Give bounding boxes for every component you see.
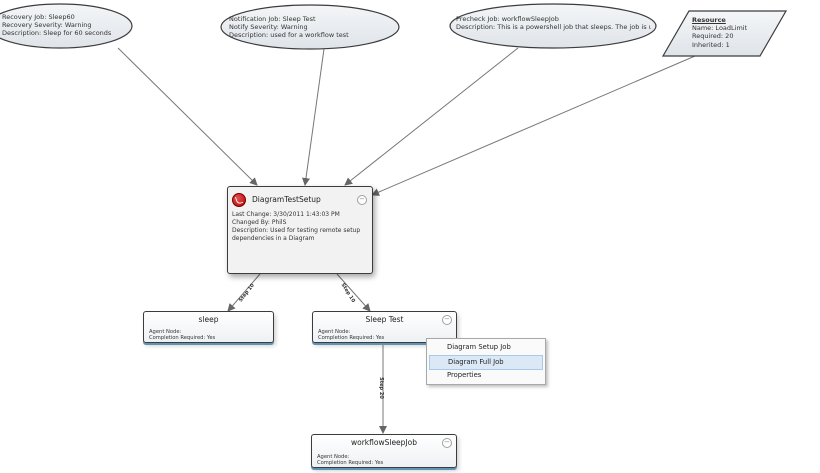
sleep-test-job-node[interactable]: Sleep Test − Agent Node: Completion Requ… [312,311,457,343]
precheck-job-text: Precheck Job: workflowSleepJob [456,15,559,23]
context-menu: Diagram Setup Job Diagram Full Job Prope… [426,338,546,385]
resource-inherited-text: Inherited: 1 [692,40,730,49]
workflow-completion: Completion Required: Yes [317,460,384,466]
main-collapse-button[interactable]: − [357,195,367,205]
sleep-agent-node: Agent Node: [149,329,182,335]
notification-annotation: Notification Job: Sleep Test Notify Seve… [229,15,389,40]
menu-item-properties[interactable]: Properties [447,371,482,379]
main-job-node[interactable]: DiagramTestSetup − Last Change: 3/30/201… [227,186,373,274]
recovery-annotation: Recovery Job: Sleep60 Recovery Severity:… [2,13,122,38]
precheck-description-text: Description: This is a powershell job th… [456,23,651,32]
sleep-completion: Completion Required: Yes [149,335,216,341]
edge-recovery-to-main [117,47,258,186]
sleep-test-node-title: Sleep Test [365,315,404,324]
precheck-annotation: Precheck Job: workflowSleepJob Descripti… [456,15,651,31]
workflow-collapse-button[interactable]: − [442,438,452,448]
notification-severity-text: Notify Severity: Warning [229,23,308,32]
workflow-job-node[interactable]: workflowSleepJob − Agent Node: Completio… [311,434,457,468]
sleep-test-agent-node: Agent Node: [318,329,351,335]
edge-main-to-sleeptest [336,273,371,312]
edge-precheck-to-main [344,47,519,186]
main-description-2: dependencies in a Diagram [232,235,315,242]
menu-item-diagram-setup-job[interactable]: Diagram Setup Job [447,343,511,351]
recovery-description-text: Description: Sleep for 60 seconds [2,29,112,38]
resource-annotation: Resource Name: LoadLimit Required: 20 In… [692,16,772,49]
precheck-ellipse[interactable] [449,3,657,49]
sleep-test-completion: Completion Required: Yes [318,335,385,341]
notification-job-text: Notification Job: Sleep Test [229,15,316,23]
edge-label-step-20: Step 20 [377,377,384,399]
recovery-job-text: Recovery Job: Sleep60 [2,13,75,21]
edge-resource-to-main [371,55,696,196]
recovery-severity-text: Recovery Severity: Warning [2,21,92,30]
sleep-test-collapse-button[interactable]: − [442,315,452,325]
menu-item-diagram-full-job[interactable]: Diagram Full Job [429,355,543,370]
resource-name-text: Name: LoadLimit [692,24,748,33]
job-logo-icon [232,193,246,207]
notification-ellipse[interactable] [220,4,400,50]
resource-required-text: Required: 20 [692,32,734,41]
main-last-change: Last Change: 3/30/2011 1:43:03 PM [232,211,340,218]
resource-parallelogram[interactable] [661,10,788,57]
edge-main-to-sleep [227,273,261,312]
resource-title: Resource [692,16,726,24]
edge-notification-to-main [302,48,325,186]
sleep-node-title: sleep [198,315,219,324]
sleep-job-node[interactable]: sleep Agent Node: Completion Required: Y… [143,311,274,343]
notification-description-text: Description: used for a workflow test [229,31,349,40]
main-description-1: Description: Used for testing remote set… [232,227,361,234]
recovery-ellipse[interactable] [0,3,133,49]
workflow-node-title: workflowSleepJob [351,438,417,447]
main-changed-by: Changed By: PhilS [232,219,287,226]
main-node-title: DiagramTestSetup [252,195,321,204]
workflow-agent-node: Agent Node: [317,454,350,460]
